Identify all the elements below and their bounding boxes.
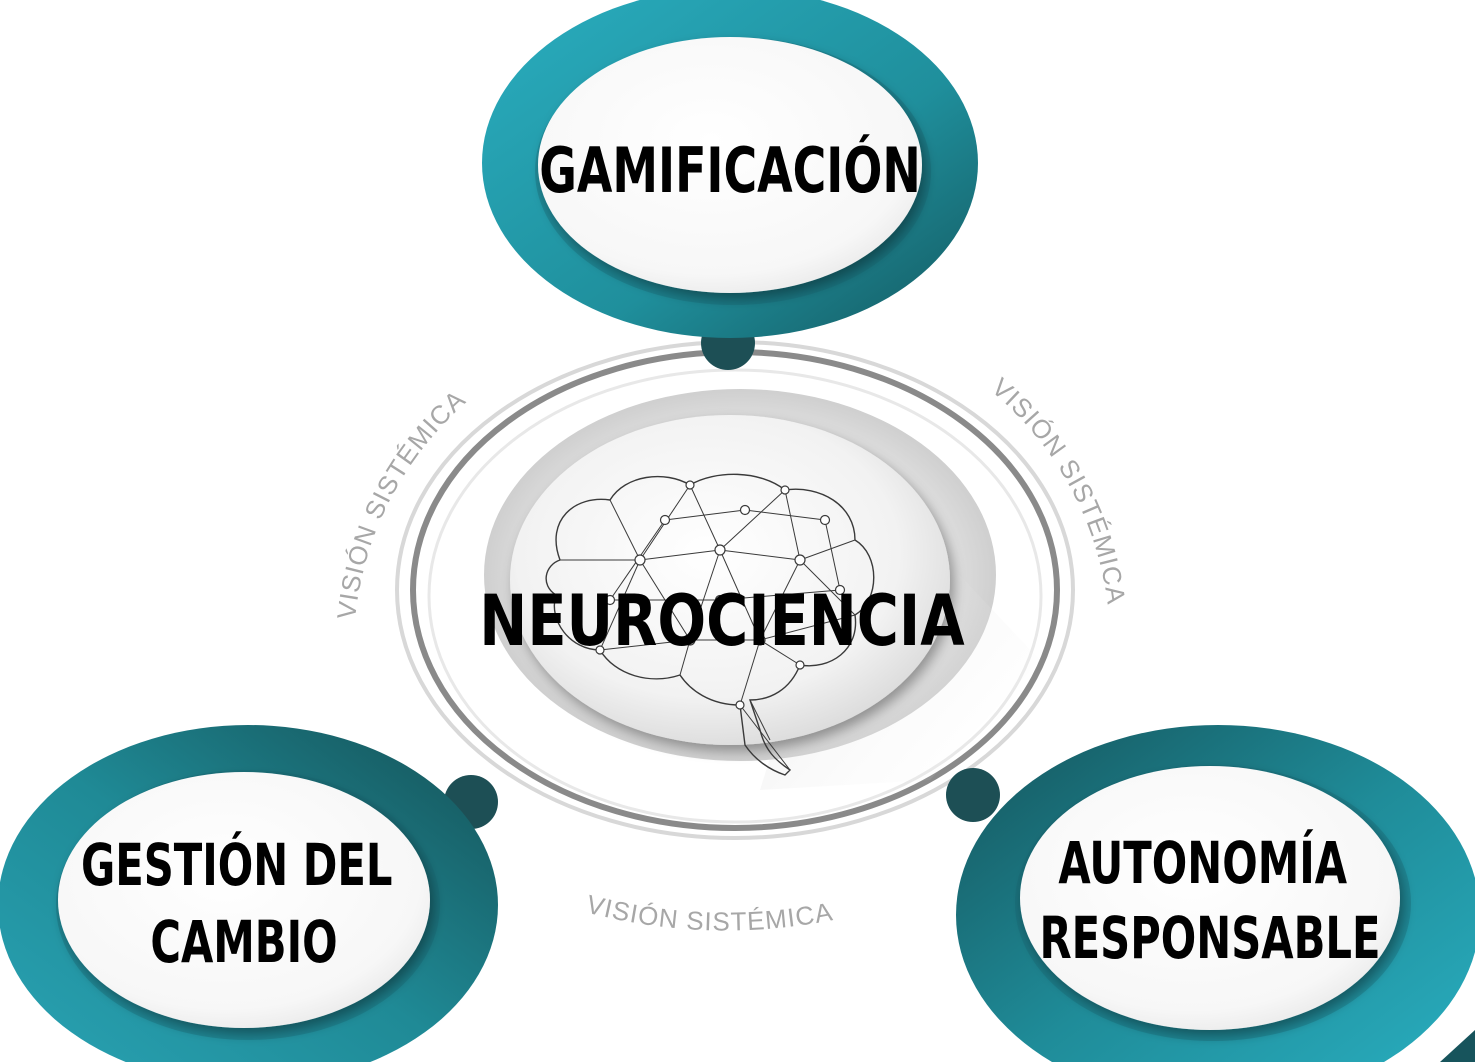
connector-dot-right xyxy=(946,768,1000,822)
corner-accent xyxy=(1440,1030,1475,1062)
node-top: GAMIFICACIÓN xyxy=(482,0,978,338)
arc-label-bottom: VISIÓN SISTÉMICA xyxy=(584,889,836,937)
node-left-label: GESTIÓN DEL CAMBIO xyxy=(81,831,407,976)
node-top-label: GAMIFICACIÓN xyxy=(539,134,920,207)
center-node: NEUROCIENCIA xyxy=(479,389,1040,790)
node-right: AUTONOMÍA RESPONSABLE xyxy=(956,725,1475,1062)
node-left: GESTIÓN DEL CAMBIO xyxy=(0,725,498,1062)
brain-network-icon xyxy=(545,473,875,776)
node-right-label: AUTONOMÍA RESPONSABLE xyxy=(1039,829,1380,972)
center-label: NEUROCIENCIA xyxy=(479,582,965,663)
arc-label-left: VISIÓN SISTÉMICA xyxy=(331,384,471,621)
